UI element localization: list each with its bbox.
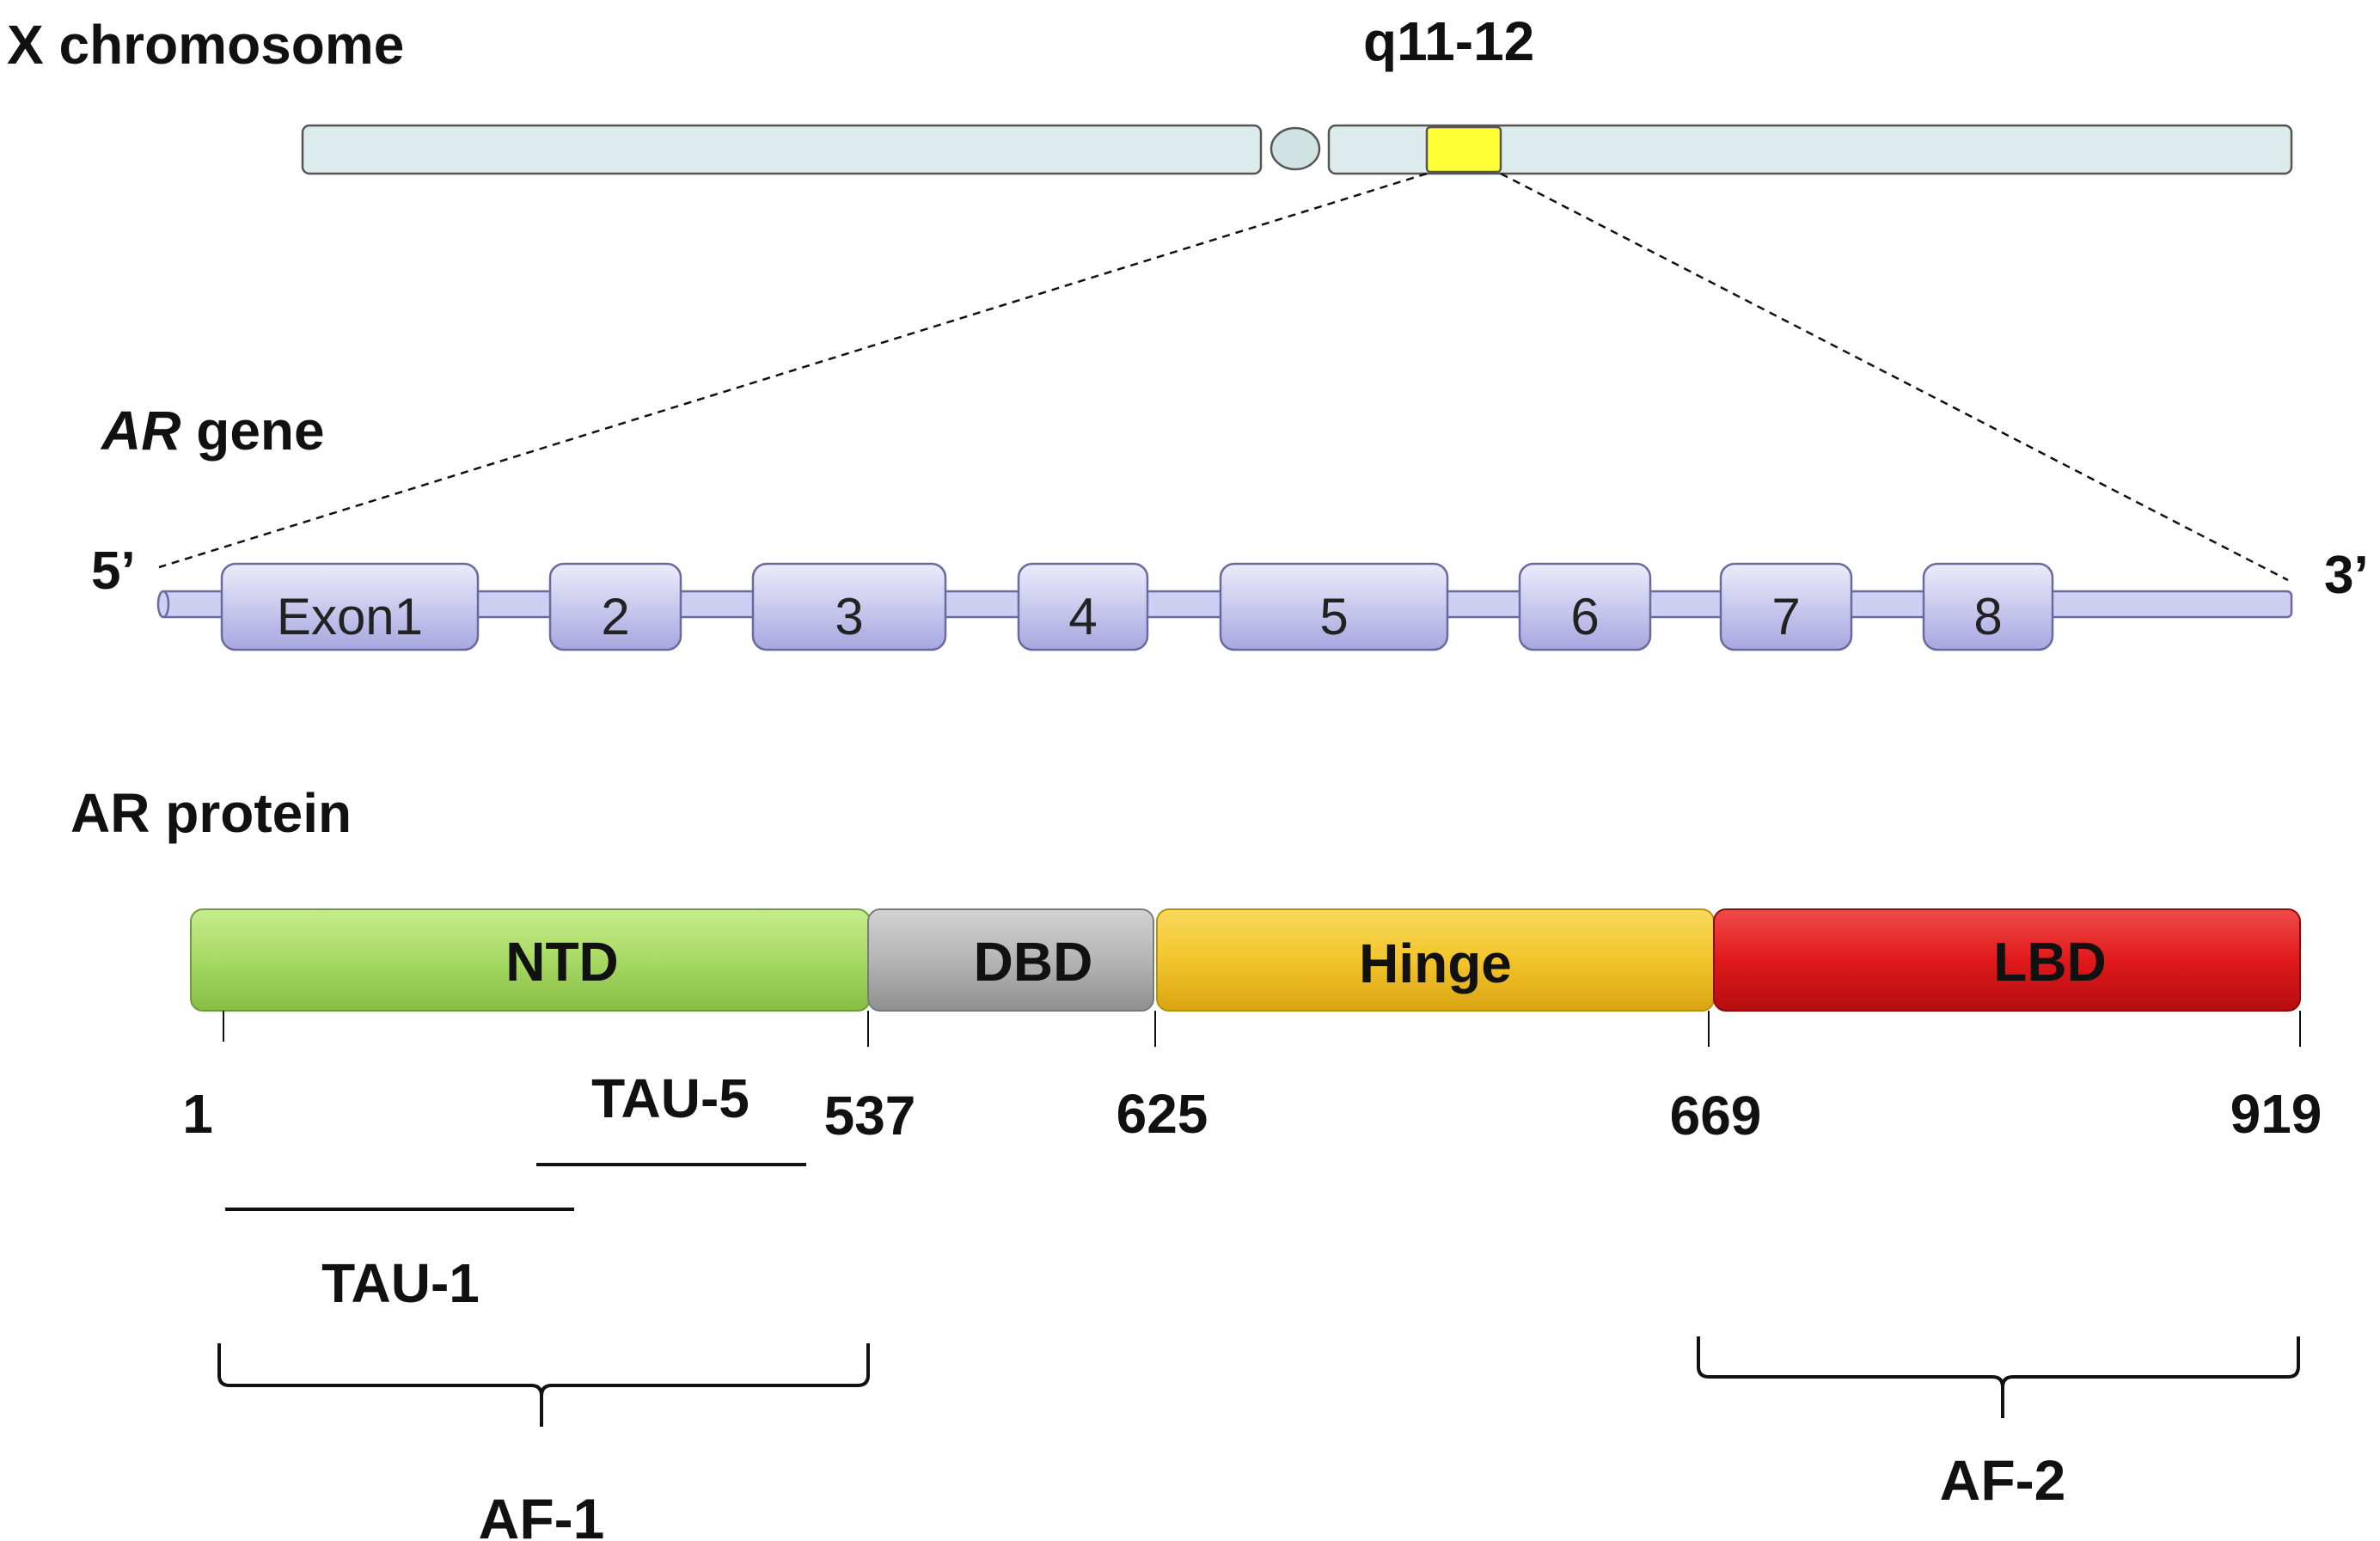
position-1: 1: [182, 1083, 213, 1145]
position-537: 537: [824, 1085, 916, 1147]
exon-label: 3: [835, 588, 863, 645]
domain-label: Hinge: [1359, 933, 1512, 994]
chromosome-arm-q: [1327, 124, 2293, 175]
domain-label: DBD: [974, 931, 1093, 993]
domain-dbd: DBD: [867, 908, 1154, 1012]
tau5-label: TAU-5: [591, 1067, 749, 1129]
position-669: 669: [1670, 1085, 1762, 1147]
chromosome-arm-p: [301, 124, 1263, 175]
domain-ntd: NTD: [190, 908, 871, 1012]
five-prime-label: 5’: [91, 541, 136, 601]
af2-brace: [1697, 1336, 2300, 1418]
exon-8: 8: [1922, 562, 2054, 651]
position-625: 625: [1117, 1083, 1208, 1145]
domain-lbd: LBD: [1713, 908, 2301, 1012]
zoom-line-right: [1500, 172, 2289, 582]
exon-label: Exon1: [277, 588, 423, 645]
zoom-line-left: [158, 172, 1428, 569]
exon-7: 7: [1719, 562, 1853, 651]
tau1-label: TAU-1: [321, 1252, 480, 1314]
locus-label: q11-12: [1363, 10, 1534, 72]
af2-label: AF-2: [1940, 1448, 2066, 1512]
chromosome-label: X chromosome: [7, 14, 404, 76]
exon-label: 6: [1570, 588, 1599, 645]
af1-brace: [217, 1343, 870, 1427]
exon-4: 4: [1017, 562, 1149, 651]
exon-label: 7: [1771, 588, 1800, 645]
exon-3: 3: [751, 562, 947, 651]
exon-5: 5: [1219, 562, 1449, 651]
exon-6: 6: [1518, 562, 1652, 651]
exon-label: 4: [1068, 588, 1097, 645]
af1-label: AF-1: [479, 1487, 605, 1541]
locus-q11-12: [1425, 125, 1502, 174]
exon-2: 2: [548, 562, 682, 651]
protein-label: AR protein: [70, 782, 352, 844]
centromere: [1270, 126, 1321, 171]
position-919: 919: [2230, 1083, 2322, 1145]
exon-label: 2: [601, 588, 629, 645]
exon-1: Exon1: [220, 562, 480, 651]
gene-backbone-cap: [156, 590, 170, 619]
domain-label: LBD: [1993, 931, 2107, 993]
exon-label: 8: [1973, 588, 2002, 645]
exon-label: 5: [1319, 588, 1348, 645]
gene-label: AR gene: [100, 400, 325, 462]
three-prime-label: 3’: [2324, 546, 2369, 605]
domain-label: NTD: [505, 931, 619, 993]
domain-hinge: Hinge: [1156, 908, 1715, 1012]
